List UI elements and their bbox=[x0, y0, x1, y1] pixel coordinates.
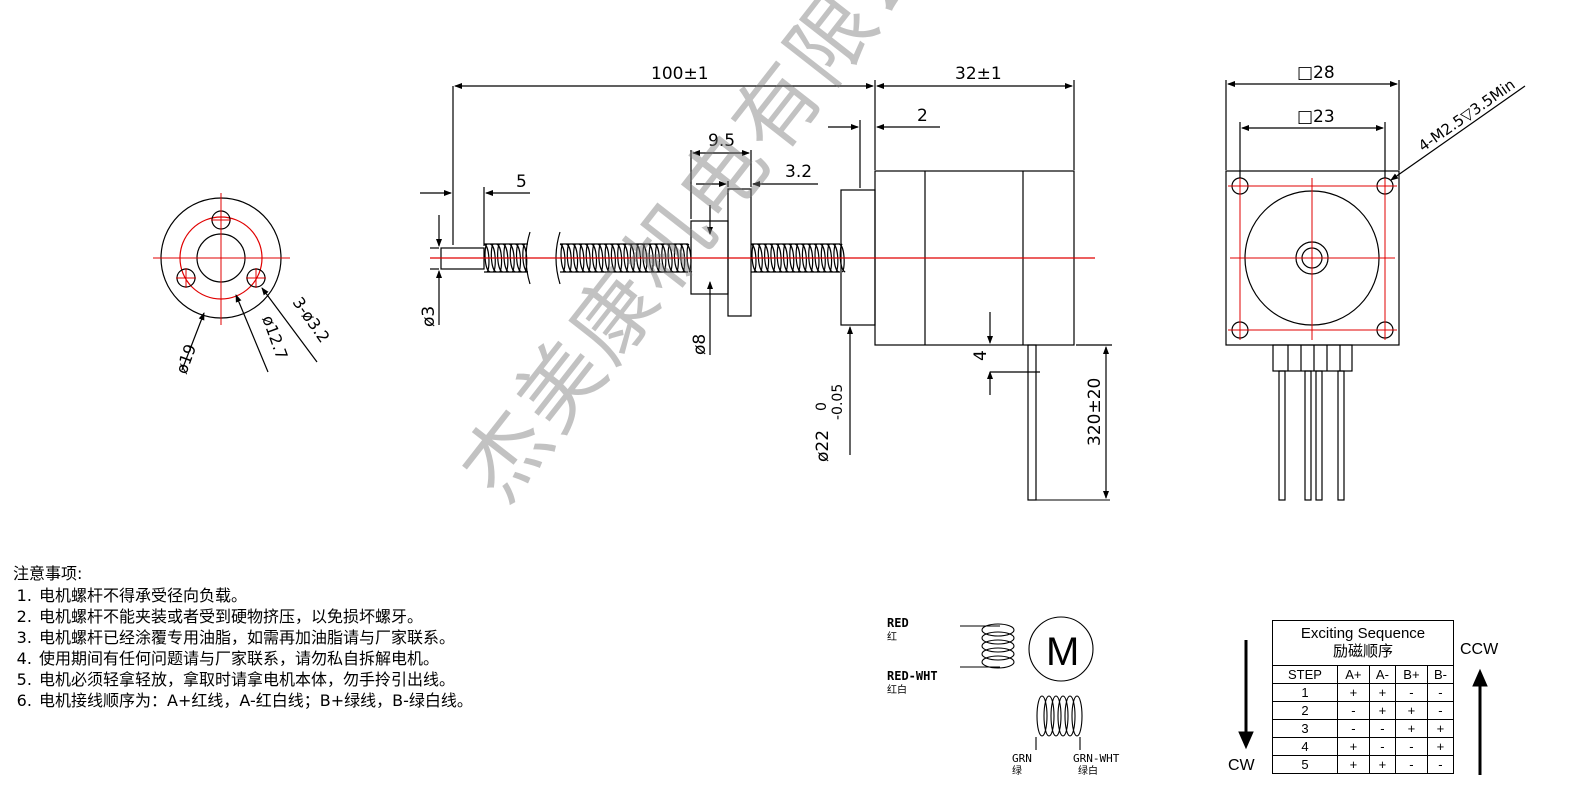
dim-total-length: 100±1 bbox=[651, 64, 709, 84]
table-cell: - bbox=[1426, 701, 1455, 720]
coil-turn bbox=[981, 655, 1015, 669]
wire-redwht-cn: 红白 bbox=[887, 683, 907, 696]
note-item: 电机必须轻拿轻放，拿取时请拿电机本体，勿手拎引出线。 bbox=[37, 669, 473, 690]
coil-turn bbox=[981, 647, 1015, 661]
table-cell: + bbox=[1368, 701, 1396, 720]
dim-hole-pitch: □23 bbox=[1297, 107, 1335, 127]
dim-mount-holes: 4-M2.5▽3.5Min bbox=[1415, 75, 1519, 155]
exciting-sequence-table: Exciting Sequence 励磁顺序 STEP A+ A- B+ B- … bbox=[1272, 620, 1455, 774]
nut-front-view bbox=[153, 193, 318, 373]
coil-a bbox=[981, 623, 1015, 669]
coil-turn bbox=[1036, 695, 1048, 737]
notes-list: 电机螺杆不得承受径向负载。 电机螺杆不能夹装或者受到硬物挤压，以免损坏螺牙。 电… bbox=[13, 585, 473, 711]
coil-b bbox=[1036, 695, 1083, 737]
table-cell: + bbox=[1336, 737, 1370, 756]
table-cell: - bbox=[1394, 683, 1428, 702]
table-row: 4 + - - + bbox=[1272, 737, 1455, 756]
sequence-title: Exciting Sequence 励磁顺序 bbox=[1272, 620, 1454, 666]
coil-turn bbox=[981, 639, 1015, 653]
motor-symbol-label: M bbox=[1046, 630, 1079, 674]
table-cell: 2 bbox=[1272, 701, 1338, 720]
header-cell: A- bbox=[1368, 665, 1396, 684]
table-cell: - bbox=[1368, 737, 1396, 756]
table-cell: + bbox=[1394, 701, 1428, 720]
coil-turn bbox=[981, 623, 1015, 637]
dim-end-length: 5 bbox=[516, 172, 527, 192]
sequence-title-cn: 励磁顺序 bbox=[1332, 643, 1393, 660]
table-cell: 1 bbox=[1272, 683, 1338, 702]
wiring-schematic bbox=[960, 616, 1094, 750]
table-cell: - bbox=[1336, 719, 1370, 738]
nut-outer-dia-label: ø19 bbox=[172, 342, 200, 377]
dim-flange-thickness: 2 bbox=[917, 106, 928, 126]
table-cell: - bbox=[1394, 755, 1428, 774]
table-row: 1 + + - - bbox=[1272, 683, 1455, 702]
note-item: 电机螺杆不得承受径向负载。 bbox=[37, 585, 473, 606]
wire-grnwht-label: GRN-WHT bbox=[1073, 752, 1120, 765]
note-item: 使用期间有任何问题请与厂家联系，请勿私自拆解电机。 bbox=[37, 648, 473, 669]
dim-frame-size: □28 bbox=[1297, 63, 1335, 83]
header-cell: B- bbox=[1426, 665, 1455, 684]
table-cell: + bbox=[1336, 755, 1370, 774]
wire-red-label: RED bbox=[887, 616, 909, 630]
table-row: 3 - - + + bbox=[1272, 719, 1455, 738]
table-cell: - bbox=[1368, 719, 1396, 738]
table-header-row: STEP A+ A- B+ B- bbox=[1272, 665, 1455, 684]
note-item: 电机螺杆不能夹装或者受到硬物挤压，以免损坏螺牙。 bbox=[37, 606, 473, 627]
sequence-title-en: Exciting Sequence bbox=[1300, 625, 1426, 642]
table-row: 5 + + - - bbox=[1272, 755, 1455, 774]
dim-shaft-dia: ø3 bbox=[419, 306, 439, 327]
cw-label: CW bbox=[1228, 757, 1255, 774]
dim-pilot-tol-upper: 0 bbox=[814, 402, 830, 411]
nut-holes-label: 3-ø3.2 bbox=[289, 293, 334, 346]
table-cell: 4 bbox=[1272, 737, 1338, 756]
coil-turn bbox=[981, 631, 1015, 645]
coil-turn bbox=[1057, 695, 1069, 737]
coil-turn bbox=[1071, 695, 1083, 737]
wire-grn-cn: 绿 bbox=[1012, 764, 1022, 777]
ccw-label: CCW bbox=[1460, 641, 1499, 658]
table-cell: + bbox=[1368, 755, 1396, 774]
dim-nut-flange: 3.2 bbox=[785, 162, 812, 182]
table-cell: + bbox=[1368, 683, 1396, 702]
note-item: 电机接线顺序为：A+红线，A-红白线；B+绿线，B-绿白线。 bbox=[37, 690, 473, 711]
table-cell: + bbox=[1426, 719, 1455, 738]
table-cell: - bbox=[1426, 755, 1455, 774]
table-cell: + bbox=[1394, 719, 1428, 738]
wire-grn-label: GRN bbox=[1012, 752, 1032, 765]
table-cell: 3 bbox=[1272, 719, 1338, 738]
dim-lead-length: 320±20 bbox=[1085, 378, 1105, 446]
notes-section: 注意事项: 电机螺杆不得承受径向负载。 电机螺杆不能夹装或者受到硬物挤压，以免损… bbox=[13, 563, 473, 711]
coil-turn bbox=[1050, 695, 1062, 737]
wire-redwht-label: RED-WHT bbox=[887, 669, 938, 683]
header-cell: B+ bbox=[1394, 665, 1428, 684]
note-item: 电机螺杆已经涂覆专用油脂，如需再加油脂请与厂家联系。 bbox=[37, 627, 473, 648]
table-cell: + bbox=[1336, 683, 1370, 702]
coil-turn bbox=[1064, 695, 1076, 737]
motor-front-view bbox=[1225, 80, 1526, 501]
table-cell: 5 bbox=[1272, 755, 1338, 774]
table-cell: - bbox=[1336, 701, 1370, 720]
coil-turn bbox=[1043, 695, 1055, 737]
dim-nut-width: 9.5 bbox=[708, 131, 735, 151]
notes-heading: 注意事项: bbox=[13, 564, 83, 583]
side-view bbox=[420, 80, 1112, 501]
header-cell: A+ bbox=[1336, 665, 1370, 684]
wire-grnwht-cn: 绿白 bbox=[1078, 764, 1098, 777]
table-cell: - bbox=[1426, 683, 1455, 702]
dim-screw-dia: ø8 bbox=[690, 334, 710, 355]
table-cell: - bbox=[1394, 737, 1428, 756]
dim-body-length: 32±1 bbox=[955, 64, 1002, 84]
header-cell: STEP bbox=[1272, 665, 1338, 684]
dim-pilot-dia: ø22 bbox=[813, 430, 833, 462]
dim-pilot-tol-lower: -0.05 bbox=[830, 384, 846, 420]
table-cell: + bbox=[1426, 737, 1455, 756]
table-row: 2 - + + - bbox=[1272, 701, 1455, 720]
wire-red-cn: 红 bbox=[887, 630, 897, 643]
direction-arrows bbox=[1238, 640, 1488, 775]
dim-lead-offset: 4 bbox=[971, 350, 991, 361]
